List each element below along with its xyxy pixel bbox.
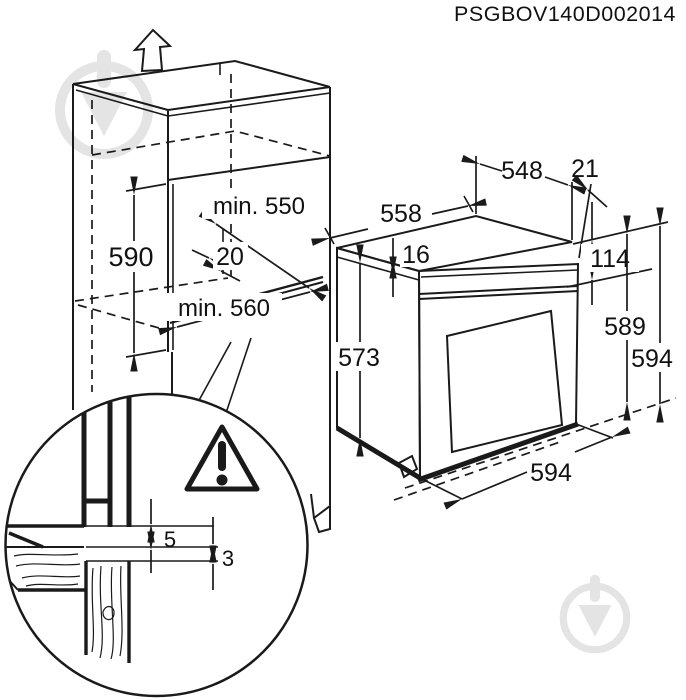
section-profile (5, 394, 218, 562)
dim-height-rear: 589 (600, 215, 649, 421)
dim-rear-setback: 21 (571, 155, 608, 208)
wood-plank-section (5, 531, 85, 592)
up-arrow-icon (132, 28, 173, 73)
oven-foot (397, 454, 419, 479)
dim-body-height: 573 (334, 244, 385, 457)
pin-triangle (578, 605, 612, 637)
dim-width-label: 594 (530, 459, 572, 487)
dim-rear-width: 548 (461, 154, 587, 195)
dim-gap-label: 3 (222, 546, 234, 571)
page-title: PSGBOV140D002014 (454, 2, 676, 26)
warning-triangle-icon (184, 424, 260, 492)
oven-door-window (445, 309, 564, 454)
dim-body-height-label: 573 (338, 344, 380, 372)
oven-front-bevel (335, 425, 422, 481)
dim-niche-depth: min. 550 (198, 191, 327, 302)
dim-height-total: 594 (628, 207, 676, 423)
detail-circle (4, 392, 309, 698)
dim-niche-height: 590 (107, 176, 167, 372)
dim-niche-width: min. 560 (158, 283, 329, 336)
dim-front-frame: 16 (389, 238, 433, 297)
dim-width: 594 (419, 423, 631, 510)
dim-height-total-label: 594 (631, 345, 673, 373)
cabinet-drawing: 590 min. 550 20 min. 560 (72, 28, 331, 534)
pin-stem (97, 50, 111, 88)
dim-overlap: 5 (147, 499, 176, 573)
dim-height-rear-label: 589 (604, 313, 646, 341)
callout-leader (224, 337, 252, 417)
wood-grain (91, 565, 123, 660)
dim-overlap-label: 5 (164, 527, 176, 552)
dim-niche-height-label: 590 (108, 242, 153, 272)
wood-board-section (84, 561, 131, 663)
dim-rear-gap: 20 (191, 242, 248, 282)
callout-leader (196, 341, 232, 405)
oven-front-face (417, 262, 580, 480)
detail-callout: 5 3 (4, 392, 309, 698)
dim-niche-width-label: min. 560 (178, 295, 270, 322)
dim-control-panel-height-label: 114 (590, 245, 630, 273)
pin-stem (589, 574, 601, 603)
oven-drawing: 548 21 558 16 114 (311, 154, 677, 510)
dim-gap: 3 (209, 517, 234, 590)
wood-grain (13, 553, 81, 587)
dim-rear-width-label: 548 (501, 157, 543, 185)
oven-door-bottom (417, 421, 579, 483)
oven-top-face (336, 214, 573, 273)
dim-niche-depth-label: min. 550 (213, 193, 305, 220)
watermark-logo-bottom-right (559, 574, 631, 654)
dim-depth-label: 558 (380, 200, 422, 228)
dim-front-frame-label: 16 (402, 241, 430, 269)
dim-rear-gap-label: 20 (216, 243, 244, 271)
dim-control-panel-height: 114 (581, 202, 639, 305)
dim-depth: 558 (311, 195, 487, 246)
dim-rear-setback-label: 21 (571, 155, 599, 183)
